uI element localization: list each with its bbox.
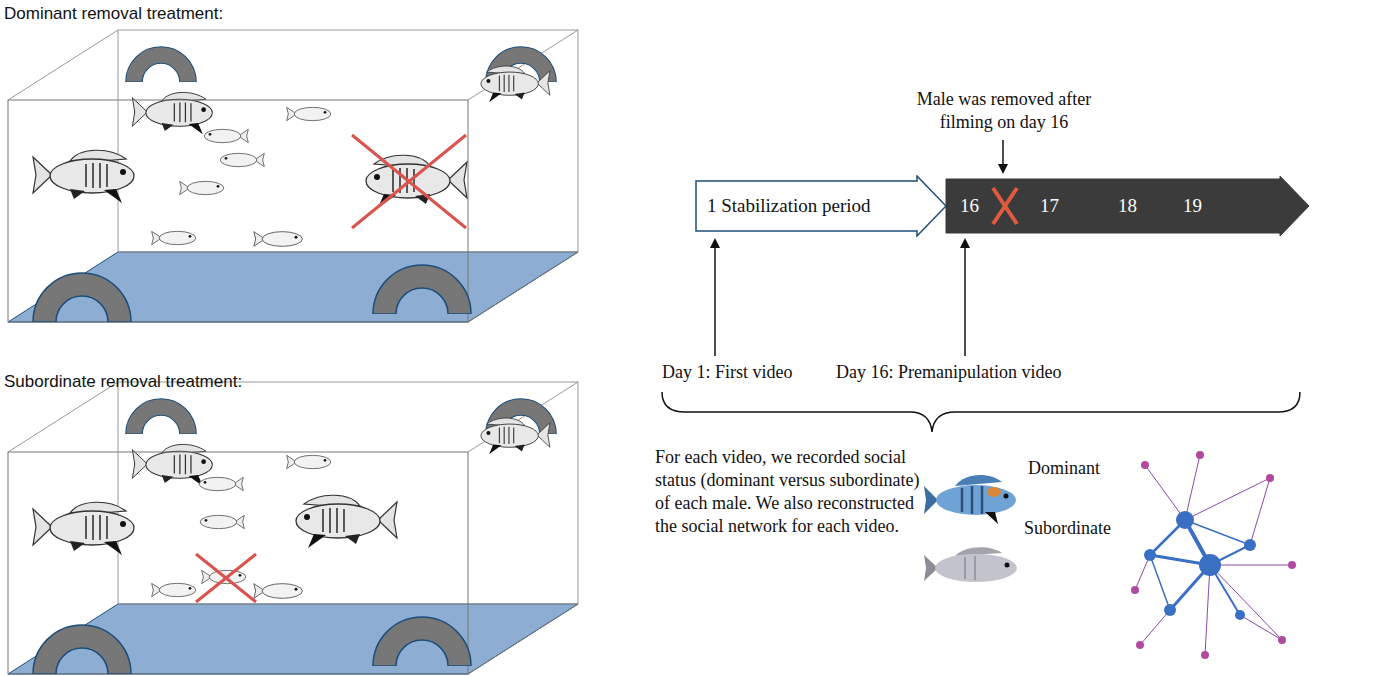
photo-label: Dominant — [1028, 458, 1100, 479]
description-text: For each video, we recorded social statu… — [655, 446, 921, 538]
timepoint-label: Day 1: First video — [662, 362, 793, 383]
day-number: 18 — [1118, 195, 1137, 217]
photo-label: Subordinate — [1024, 518, 1111, 539]
removal-mark — [993, 188, 1017, 224]
social-network — [1131, 451, 1296, 659]
day-number: 19 — [1183, 195, 1202, 217]
panel-label: Subordinate removal treatment: — [4, 372, 242, 392]
timeline-arrow-dark: 16 17 18 19 — [945, 175, 1310, 237]
period-label: 1 Stabilization period — [707, 195, 871, 217]
timepoint-label: Day 16: Premanipulation video — [836, 362, 1061, 383]
dominant-fish-photo — [924, 475, 1016, 524]
annotation: Male was removed after filming on day 16 — [893, 88, 1115, 134]
timeline-arrow-open: 1 Stabilization period — [695, 175, 947, 237]
subordinate-fish-photo — [924, 547, 1017, 582]
day-number: 16 — [960, 195, 979, 217]
tank-dominant-removal — [8, 30, 578, 322]
tank-subordinate-removal — [8, 382, 578, 674]
day-number: 17 — [1040, 195, 1059, 217]
panel-label: Dominant removal treatment: — [4, 4, 223, 24]
